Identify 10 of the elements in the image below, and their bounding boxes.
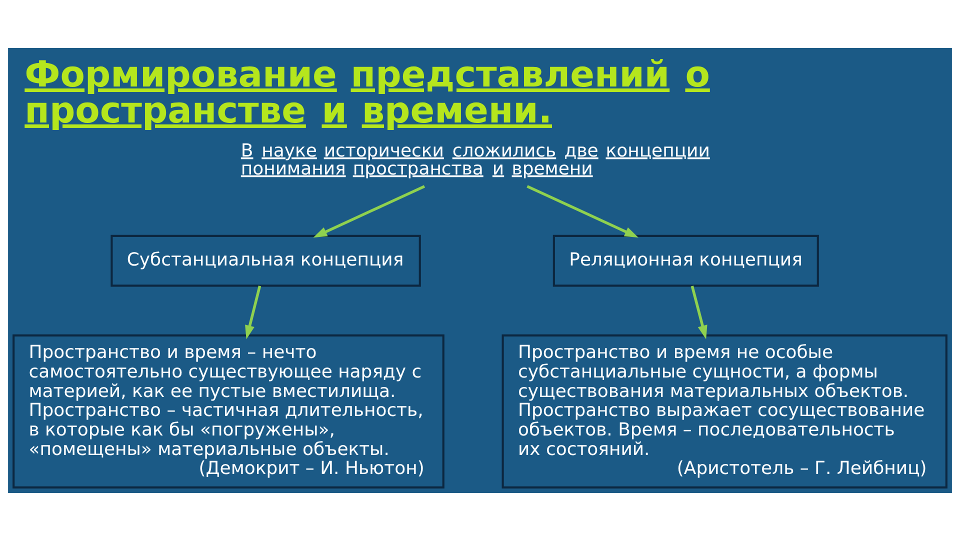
arrow (526, 184, 638, 238)
node-box: Пространство и время – нечто самостоятельно существующее наряду с материей, как ее пустые вместилища. Пространство – частичная длительность, в которые как бы «погружены», «помещены» материальные объекты. (Демокрит – И. Ньютон) (12, 334, 444, 488)
arrow (690, 285, 708, 339)
node-box: Реляционная концепция (552, 234, 819, 286)
node-box: Пространство и время не особые субстанциальные сущности, а формы существования материальных объектов. Пространство выражает сосуществование объектов. Время – последовательность их состояний. (Аристотель – Г. Лейбниц) (502, 334, 948, 488)
diagram-title: Формирование представлений о пространстве и времени. (24, 54, 710, 131)
arrow (245, 285, 262, 339)
node-text: В науке исторически сложились две концепции понимания пространства и времени (240, 140, 710, 179)
node-box: Субстанциальная концепция (110, 234, 421, 286)
arrow (313, 184, 426, 238)
